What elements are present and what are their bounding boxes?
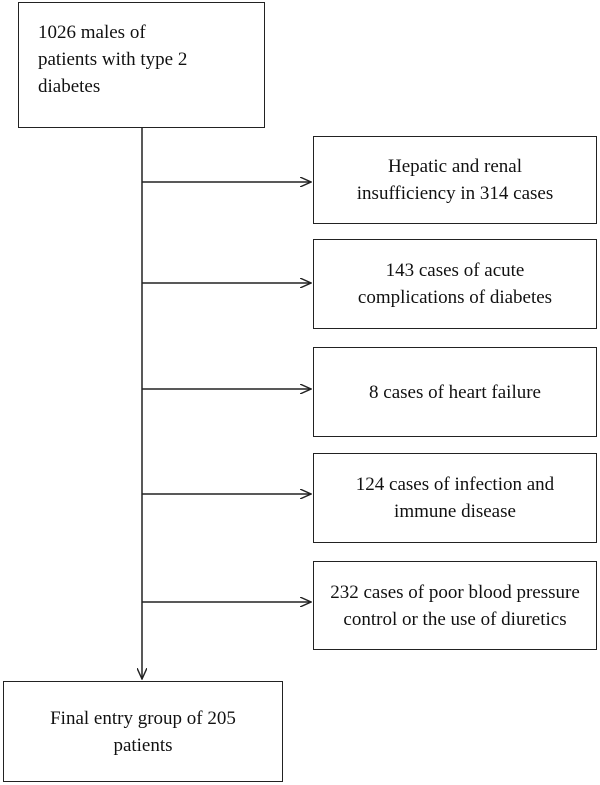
start-box-label: 1026 males of patients with type 2 diabe…: [38, 22, 188, 97]
exclusion-box-acute-complications: 143 cases of acute complications of diab…: [313, 239, 597, 329]
final-box: Final entry group of 205 patients: [3, 681, 283, 782]
exclusion-box-infection-immune: 124 cases of infection and immune diseas…: [313, 453, 597, 543]
exclusion-box-blood-pressure: 232 cases of poor blood pressure control…: [313, 561, 597, 650]
exclusion-label-hepatic-renal: Hepatic and renal insufficiency in 314 c…: [356, 156, 554, 204]
exclusion-label-heart-failure: 8 cases of heart failure: [369, 381, 541, 403]
exclusion-label-blood-pressure: 232 cases of poor blood pressure control…: [330, 581, 580, 630]
exclusion-label-infection-immune: 124 cases of infection and immune diseas…: [355, 474, 555, 522]
start-box: 1026 males of patients with type 2 diabe…: [18, 2, 265, 128]
exclusion-box-heart-failure: 8 cases of heart failure: [313, 347, 597, 437]
exclusion-label-acute-complications: 143 cases of acute complications of diab…: [357, 260, 553, 308]
final-box-label: Final entry group of 205 patients: [50, 707, 236, 756]
exclusion-box-hepatic-renal: Hepatic and renal insufficiency in 314 c…: [313, 136, 597, 224]
